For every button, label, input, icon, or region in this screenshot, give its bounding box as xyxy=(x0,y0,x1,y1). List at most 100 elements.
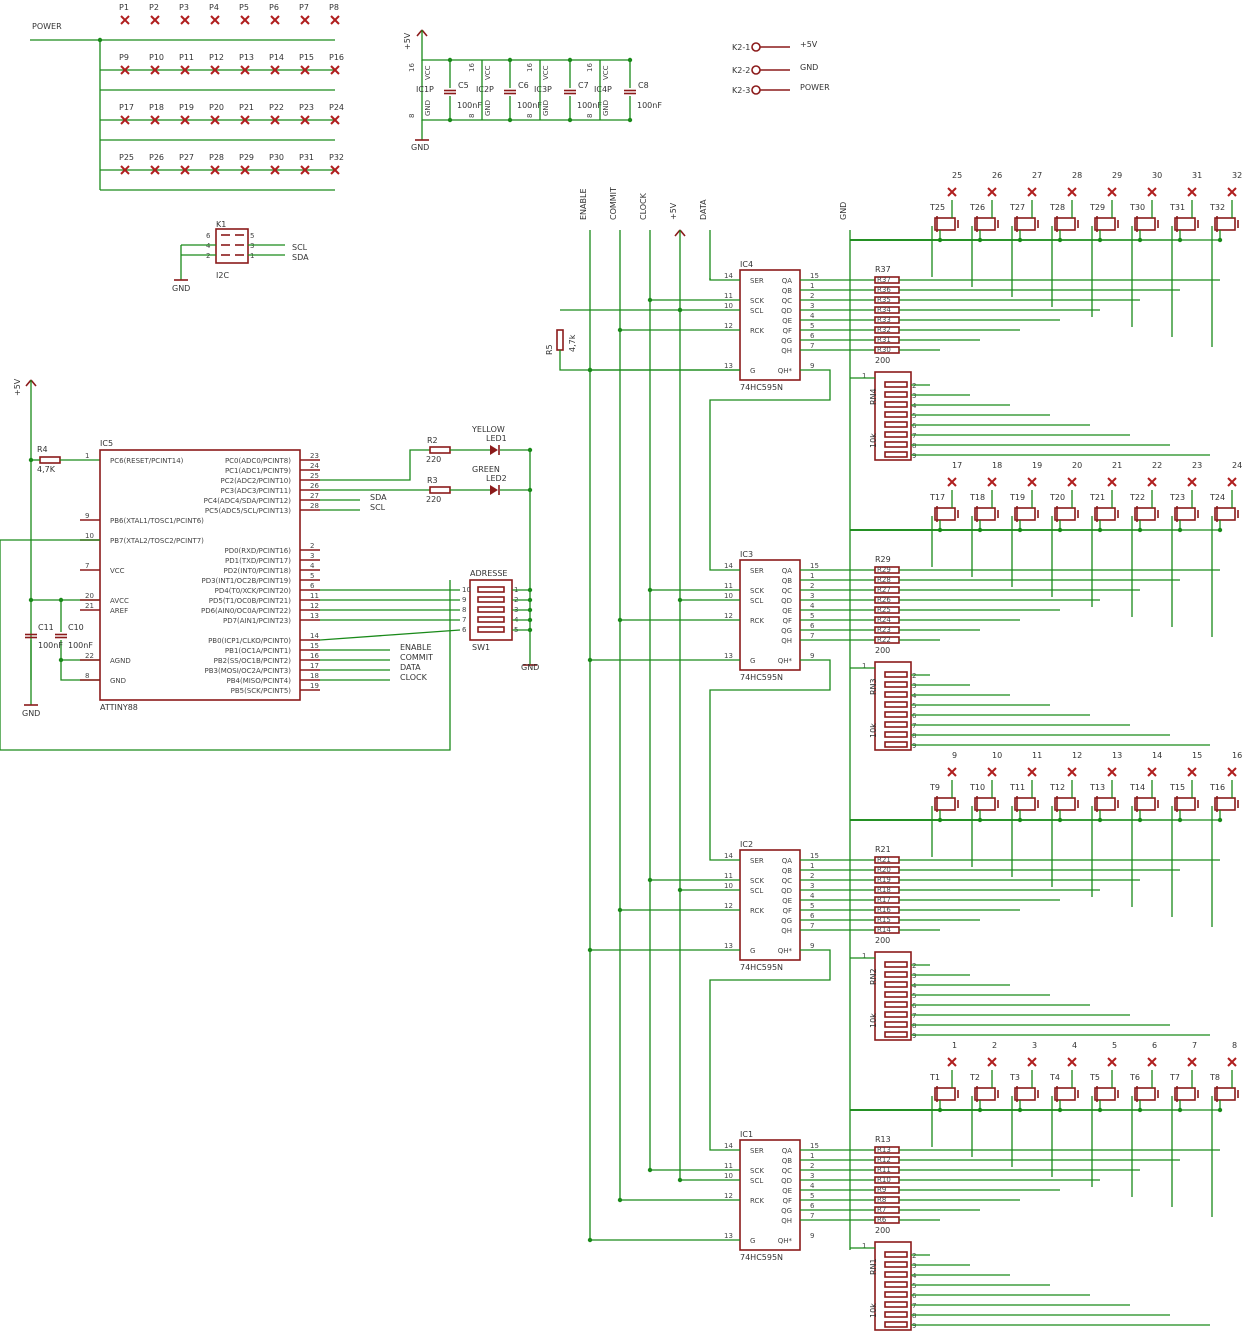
pin-number: 9 xyxy=(810,652,814,660)
pad-label: P2 xyxy=(149,3,159,12)
output-pad-31 xyxy=(1187,187,1197,197)
junction-dot xyxy=(587,367,593,373)
resistor-ref: R26 xyxy=(877,596,891,604)
pad-label: P7 xyxy=(299,3,309,12)
pin-number: 4 xyxy=(810,1182,815,1190)
pin-number: 9 xyxy=(85,512,89,520)
pin-name: QD xyxy=(781,887,792,895)
junction-dot xyxy=(617,1197,623,1203)
x-stroke xyxy=(330,15,340,25)
output-label: 12 xyxy=(1072,751,1082,760)
resistor-ref: R28 xyxy=(877,576,891,584)
mosfet-t12 xyxy=(1054,796,1079,812)
output-label: 13 xyxy=(1112,751,1122,760)
attiny88-section: +5VGNDR44,7KC11100nFC10100nFIC5ATTINY881… xyxy=(0,378,539,751)
mosfet-t19 xyxy=(1014,506,1039,522)
pin-number: 6 xyxy=(912,712,917,720)
x-stroke xyxy=(1067,477,1077,487)
network-element xyxy=(884,431,908,438)
pin-name: SCL xyxy=(750,597,763,605)
mosfet-body xyxy=(1174,1087,1196,1101)
pin-number: 8 xyxy=(468,114,476,118)
pad-label: P14 xyxy=(269,53,284,62)
mosfet-body xyxy=(1014,217,1036,231)
pin-number: 4 xyxy=(810,312,815,320)
x-stroke xyxy=(150,115,160,125)
output-label: 19 xyxy=(1032,461,1042,470)
pin-number: 8 xyxy=(912,1312,916,1320)
pin-name: RCK xyxy=(750,617,764,625)
mosfet-body xyxy=(1134,797,1156,811)
pin-name: PB4(MISO/PCINT4) xyxy=(227,677,292,685)
mosfet-t29 xyxy=(1094,216,1119,232)
pin-name: PC5(ADC5/SCL/PCINT13) xyxy=(205,507,291,515)
x-stroke xyxy=(1107,187,1117,197)
source-wire xyxy=(850,520,1061,531)
pin-number: 4 xyxy=(912,1272,917,1280)
pin-name: SCL xyxy=(750,1177,763,1185)
pin-name: AVCC xyxy=(110,597,129,605)
pin-name: QH* xyxy=(778,947,793,955)
x-stroke xyxy=(1027,187,1037,197)
network-element xyxy=(884,1291,908,1298)
junction-dot xyxy=(587,657,593,663)
pin-name: QF xyxy=(782,907,792,915)
led-triangle xyxy=(490,445,498,455)
mosfet-t10 xyxy=(974,796,999,812)
resistor-network-value: 10k xyxy=(869,433,878,448)
pin-name: PD0(RXD/PCINT16) xyxy=(224,547,291,555)
pin-number: 10 xyxy=(724,302,733,310)
x-stroke xyxy=(270,115,280,125)
resistor-array-value: 200 xyxy=(875,646,890,655)
pin-number: 5 xyxy=(810,902,814,910)
mosfet-body xyxy=(1134,507,1156,521)
pin-name: QH xyxy=(781,927,792,935)
mosfet-t8 xyxy=(1214,1086,1239,1102)
pin-name: QA xyxy=(782,567,793,575)
arrow-stroke xyxy=(674,229,681,237)
pin-number: 1 xyxy=(810,1152,814,1160)
resistor-value: 220 xyxy=(426,455,441,464)
pin-number: 8 xyxy=(526,114,534,118)
network-element xyxy=(884,721,908,728)
network-element xyxy=(884,1001,908,1008)
network-element xyxy=(884,411,908,418)
pin-number: 26 xyxy=(310,482,319,490)
chip-type: 74HC595N xyxy=(740,963,783,972)
dip-slider xyxy=(477,596,505,603)
source-wire xyxy=(850,1100,1101,1111)
cap-ref: C11 xyxy=(38,623,54,632)
resistor-array-ref: R21 xyxy=(875,845,891,854)
output-pad-25 xyxy=(947,187,957,197)
pin-name: SER xyxy=(750,1147,764,1155)
pin-number: 15 xyxy=(810,852,819,860)
pin-name: QE xyxy=(782,897,792,905)
pad-label: P4 xyxy=(209,3,219,12)
pin-name: VCC xyxy=(484,65,492,80)
pin-number: 3 xyxy=(810,882,814,890)
pin-number: 6 xyxy=(912,1292,917,1300)
output-pad-12 xyxy=(1067,767,1077,777)
resistor-ref: R6 xyxy=(877,1216,887,1224)
resistor-array-value: 200 xyxy=(875,356,890,365)
mosfet-ref: T9 xyxy=(929,783,940,792)
pad-label: P8 xyxy=(329,3,339,12)
pin-name: PD3(INT1/OC2B/PCINT19) xyxy=(201,577,291,585)
mosfet-ref: T21 xyxy=(1089,493,1105,502)
pad-label: P23 xyxy=(299,103,314,112)
network-element xyxy=(884,1251,908,1258)
pin-number: 13 xyxy=(724,1232,733,1240)
pin-number: 16 xyxy=(408,63,416,72)
pin-name: QB xyxy=(782,1157,793,1165)
pin-name: PC4(ADC4/SDA/PCINT12) xyxy=(204,497,292,505)
ground-label: GND xyxy=(172,284,190,293)
mosfet-body xyxy=(934,797,956,811)
pin-number: 7 xyxy=(912,722,916,730)
led-triangle xyxy=(490,485,498,495)
k2-pin-label: K2-3 xyxy=(732,86,750,95)
x-stroke xyxy=(240,165,250,175)
cap-value: 100nF xyxy=(517,101,542,110)
resistor-network-ref: RN2 xyxy=(869,968,878,985)
